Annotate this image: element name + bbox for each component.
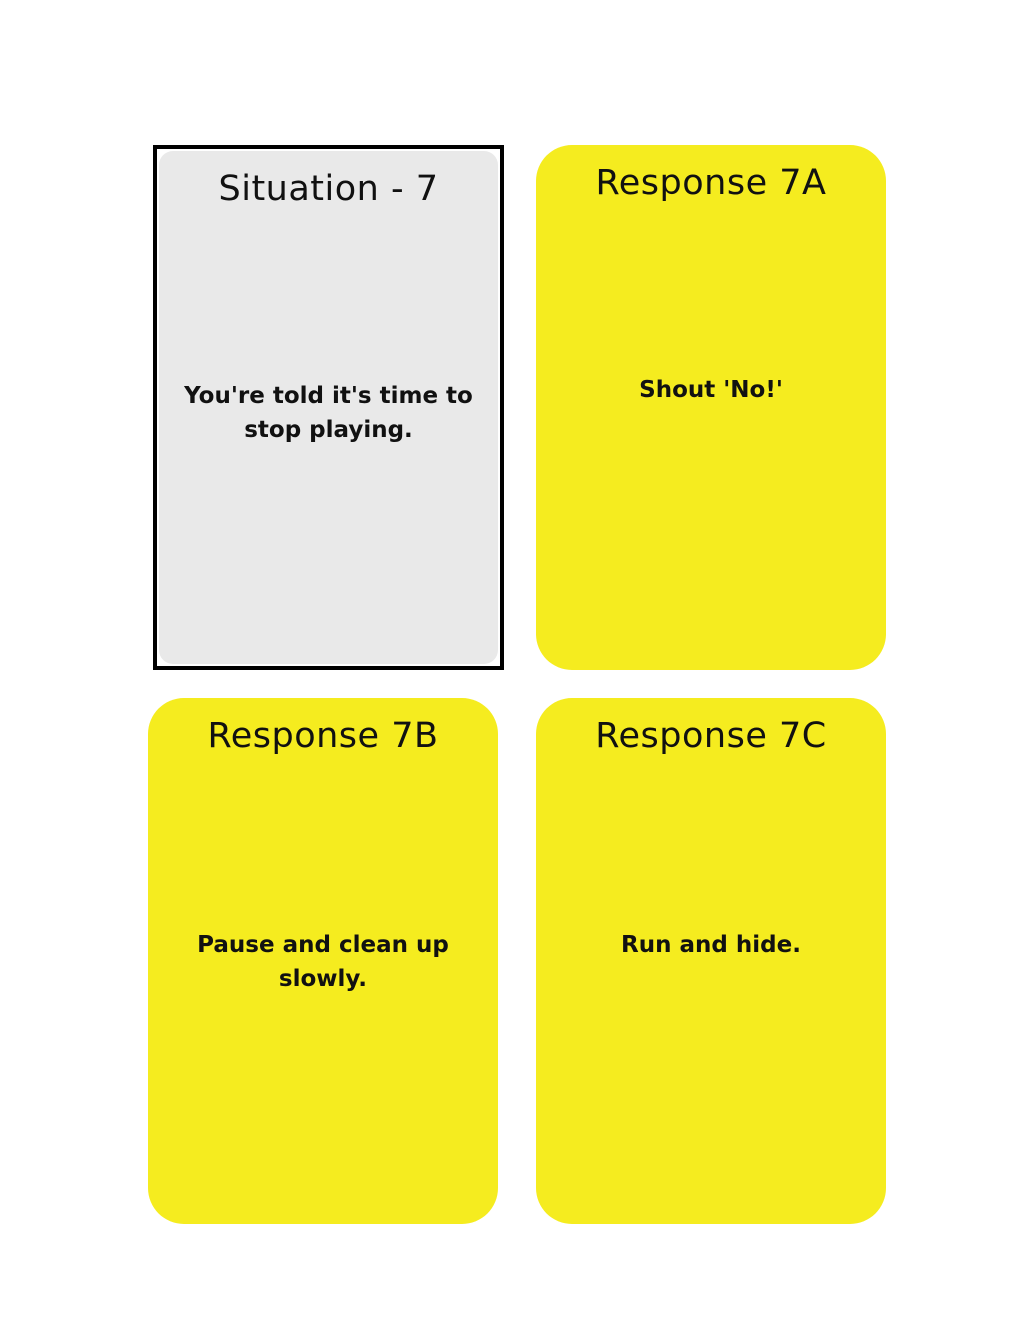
- response-card-7b-title: Response 7B: [207, 716, 439, 756]
- situation-card: Situation - 7 You're told it's time to s…: [153, 145, 504, 670]
- response-card-7c-text: Run and hide.: [621, 932, 801, 958]
- response-card-7b-text: Pause and clean up slowly.: [197, 932, 449, 992]
- situation-card-title: Situation - 7: [218, 169, 439, 209]
- response-card-7a-title: Response 7A: [595, 163, 827, 203]
- response-card-7b: Response 7B Pause and clean up slowly.: [148, 698, 498, 1224]
- situation-card-face: Situation - 7 You're told it's time to s…: [159, 151, 498, 664]
- response-card-7c-title: Response 7C: [595, 716, 827, 756]
- response-card-7c: Response 7C Run and hide.: [536, 698, 886, 1224]
- situation-card-text: You're told it's time to stop playing.: [184, 383, 473, 443]
- response-card-7a-text: Shout 'No!': [639, 377, 783, 403]
- response-card-7a: Response 7A Shout 'No!': [536, 145, 886, 670]
